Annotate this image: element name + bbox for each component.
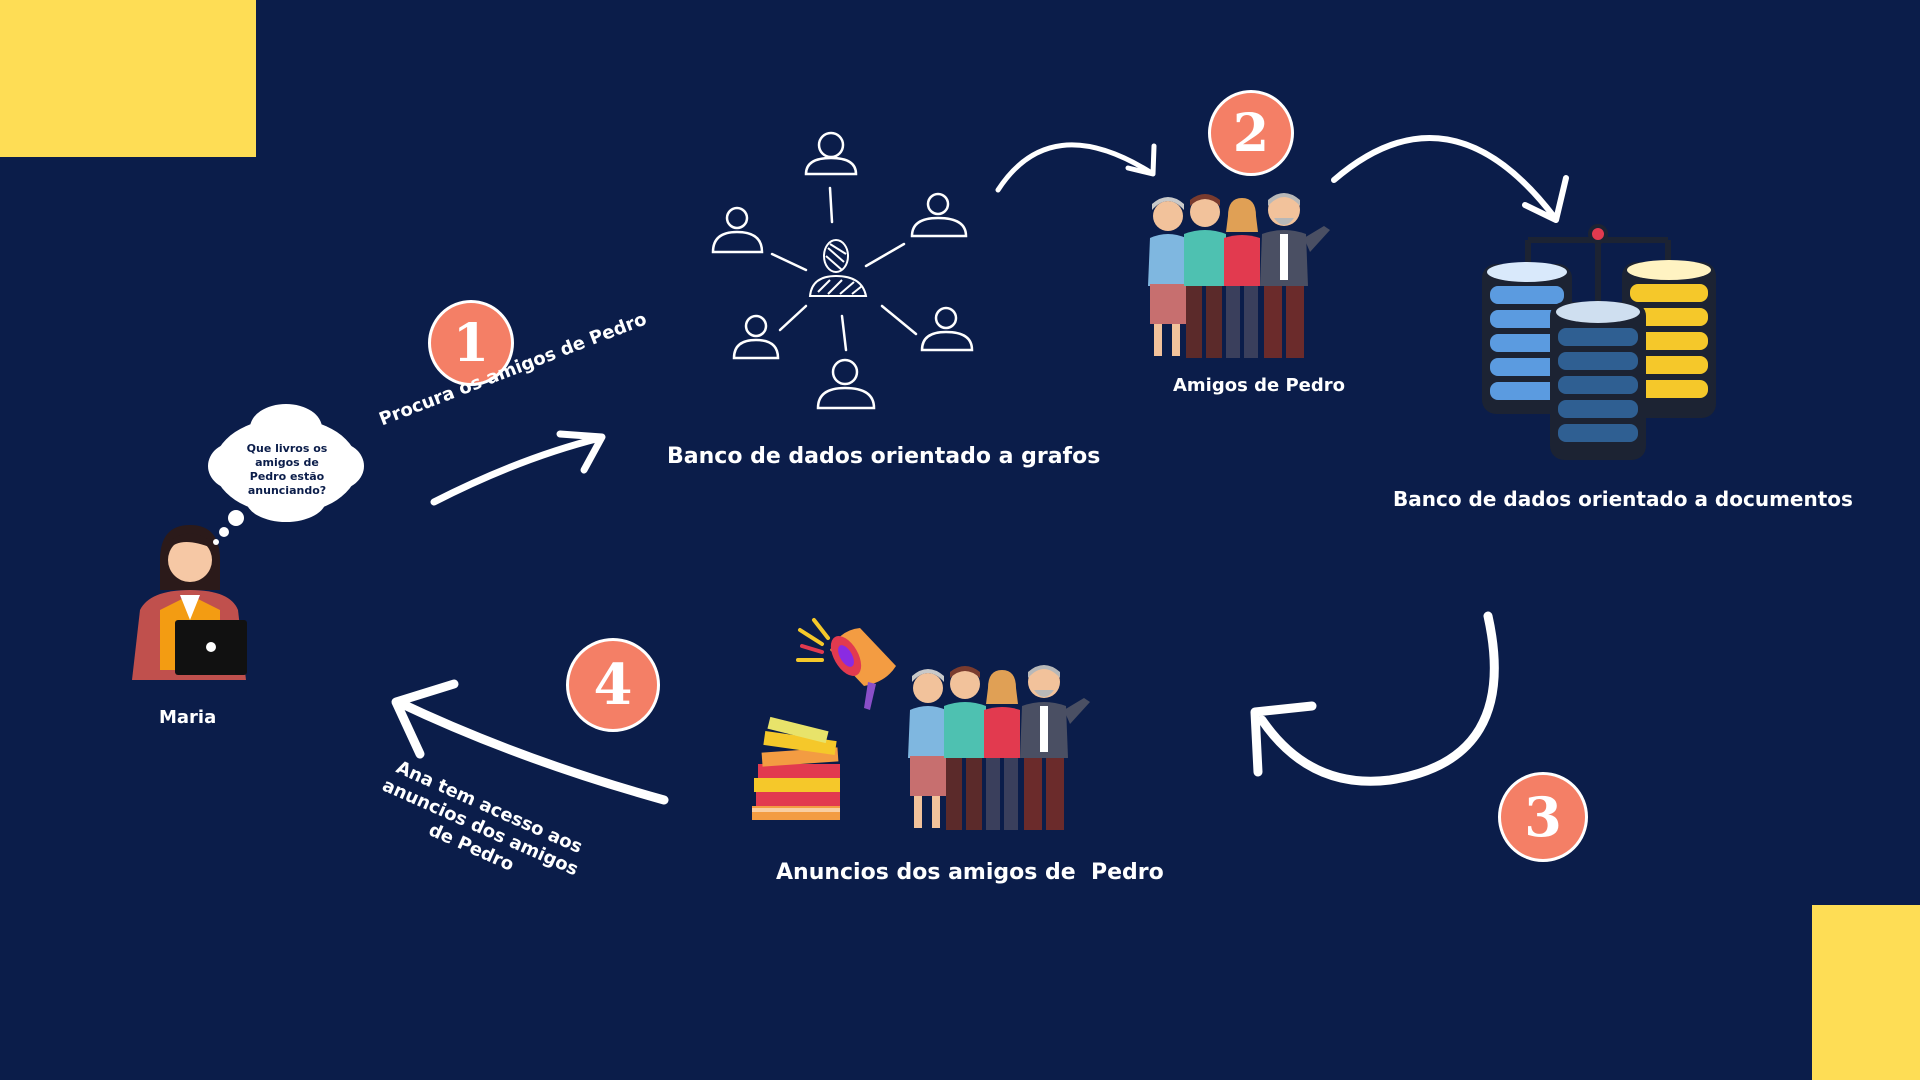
ads-label: Anuncios dos amigos de Pedro: [776, 860, 1164, 885]
friends-label: Amigos de Pedro: [1173, 375, 1345, 396]
step-1-badge: 1: [428, 300, 514, 386]
woman-with-laptop-icon: [132, 525, 247, 680]
arrow-step-3-head: [1522, 175, 1569, 223]
user-name: Maria: [159, 707, 217, 728]
step-2-number: 2: [1232, 102, 1270, 164]
step-3-number: 3: [1524, 785, 1562, 849]
arrow-step-4: [1257, 611, 1499, 786]
arrow-step-2-head: [1125, 143, 1157, 177]
step-4-badge: 4: [566, 638, 660, 732]
arrow-step-3: [1331, 135, 1558, 221]
yellow-corner-top-left: [0, 0, 256, 157]
user-figure: [120, 520, 260, 690]
arrow-step-1: [430, 434, 604, 506]
document-db-label: Banco de dados orientado a documentos: [1393, 487, 1853, 511]
arrow-step-1-head: [556, 430, 606, 474]
arrow-step-5-head: [391, 679, 459, 759]
yellow-corner-bottom-right: [1812, 905, 1920, 1080]
thought-text: Que livros os amigos de Pedro estão anun…: [246, 442, 328, 497]
arrow-step-2: [995, 142, 1153, 193]
step-3-badge: 3: [1498, 772, 1588, 862]
graph-db-label: Banco de dados orientado a grafos: [667, 444, 1101, 469]
arrow-step-5: [393, 697, 669, 805]
step-1-number: 1: [452, 312, 490, 374]
step-4-number: 4: [593, 652, 633, 718]
arrow-step-4-head: [1250, 701, 1317, 777]
step-2-badge: 2: [1208, 90, 1294, 176]
